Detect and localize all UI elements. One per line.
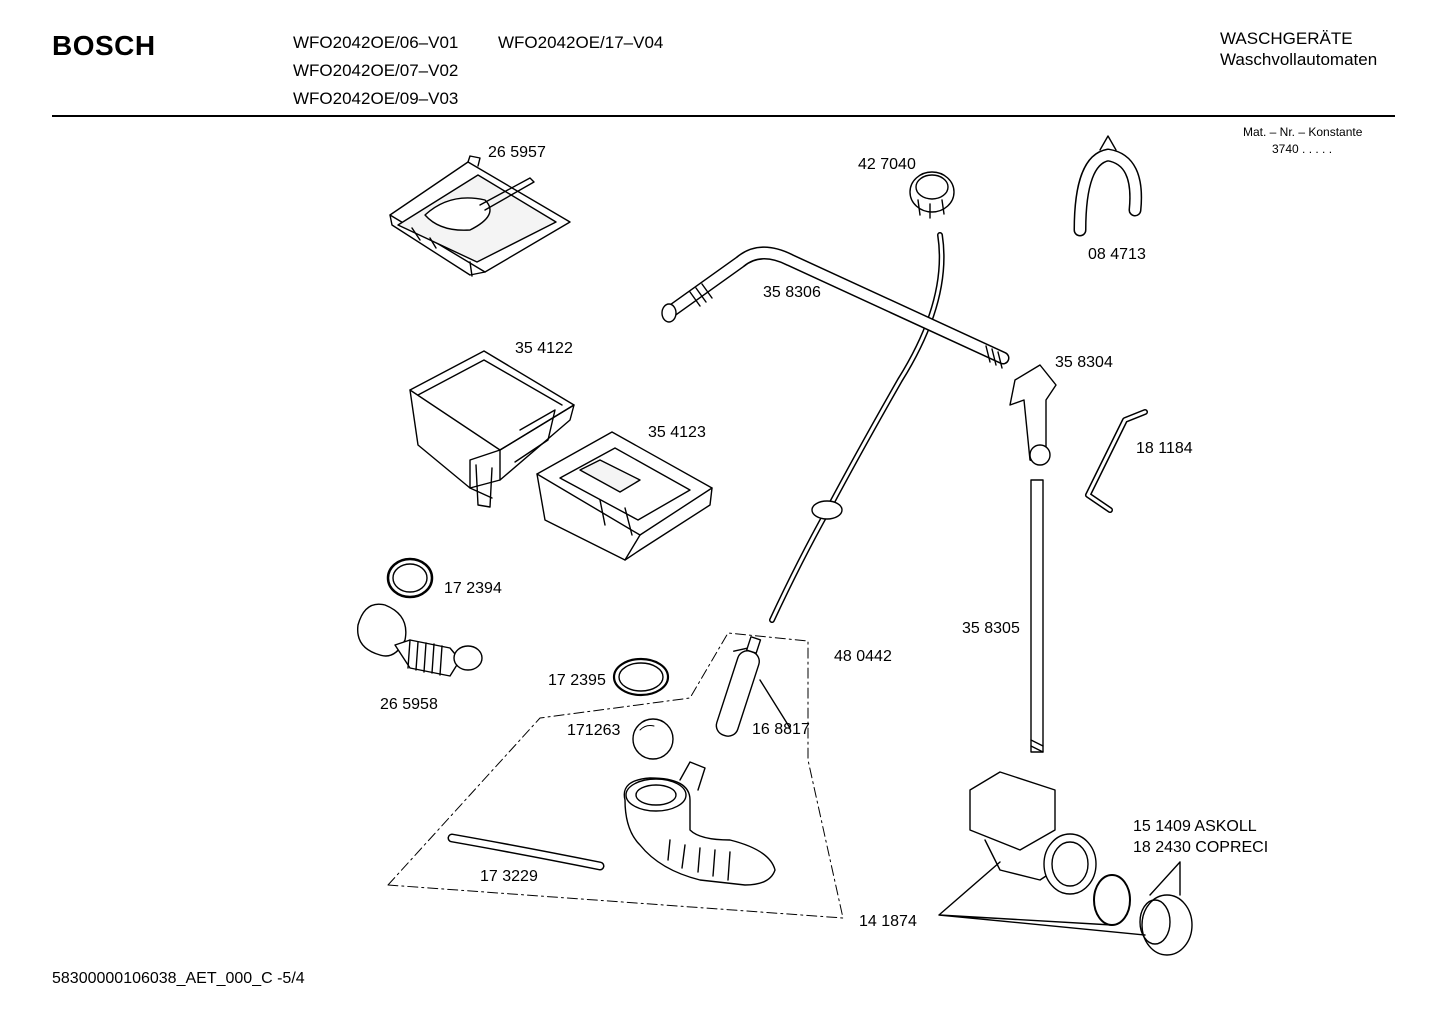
part-label: 14 1874 bbox=[859, 913, 917, 930]
part-label: 35 8305 bbox=[962, 620, 1020, 637]
bracket-rod-part bbox=[1085, 409, 1148, 513]
pump-filter-part bbox=[1139, 894, 1193, 956]
o-ring-part bbox=[612, 657, 670, 697]
assembly-group-outline bbox=[387, 632, 844, 919]
part-label: 35 8304 bbox=[1055, 354, 1113, 371]
model-number-1: WFO2042OE/06–V01 bbox=[293, 33, 459, 52]
document-code: 58300000106038_AET_000_C -5/4 bbox=[52, 970, 305, 987]
part-label: 16 8817 bbox=[752, 721, 810, 738]
part-label: 08 4713 bbox=[1088, 246, 1146, 263]
drawer-insert-part bbox=[536, 431, 713, 561]
part-label: 35 8306 bbox=[763, 284, 821, 301]
model-number-4: WFO2042OE/17–V04 bbox=[498, 33, 664, 52]
part-label: 35 4123 bbox=[648, 424, 706, 441]
model-number-2: WFO2042OE/07–V02 bbox=[293, 61, 459, 80]
seal-ring-part bbox=[386, 557, 434, 599]
material-number-value: 3740 . . . . . bbox=[1272, 142, 1333, 156]
vertical-hose-part bbox=[1030, 479, 1044, 753]
material-number-title: Mat. – Nr. – Konstante bbox=[1243, 125, 1363, 139]
header-divider bbox=[52, 115, 1395, 117]
category-subtitle: Waschvollautomaten bbox=[1220, 50, 1378, 69]
model-number-3: WFO2042OE/09–V03 bbox=[293, 89, 459, 108]
ball-valve-part bbox=[632, 718, 674, 760]
part-label: 35 4122 bbox=[515, 340, 573, 357]
part-label: 26 5957 bbox=[488, 144, 546, 161]
leader-line bbox=[1149, 861, 1181, 896]
leader-line bbox=[938, 861, 1146, 936]
part-label: 171263 bbox=[567, 722, 621, 739]
drain-hose-short-part bbox=[447, 833, 605, 871]
hanger-hook-part bbox=[1073, 135, 1143, 237]
part-label: 48 0442 bbox=[834, 648, 892, 665]
part-label: 42 7040 bbox=[858, 156, 916, 173]
air-trap-part bbox=[1009, 364, 1057, 466]
category-title: WASCHGERÄTE bbox=[1220, 29, 1353, 48]
part-label: 18 2430 COPRECI bbox=[1133, 839, 1269, 856]
part-label: 17 3229 bbox=[480, 868, 538, 885]
bellows-hose-part bbox=[356, 603, 483, 677]
detergent-drawer-part bbox=[409, 350, 575, 508]
part-label: 15 1409 ASKOLL bbox=[1133, 818, 1257, 835]
part-label: 17 2395 bbox=[548, 672, 606, 689]
part-label: 26 5958 bbox=[380, 696, 438, 713]
pump-seal-ring-part bbox=[1093, 874, 1131, 926]
dispenser-cover-part bbox=[389, 155, 571, 277]
leader-line bbox=[759, 679, 791, 729]
drain-pump-part bbox=[969, 771, 1097, 895]
part-label: 18 1184 bbox=[1136, 440, 1193, 457]
pressure-switch-part bbox=[909, 171, 955, 219]
brand-logo: BOSCH bbox=[52, 30, 156, 61]
sump-housing-part bbox=[623, 761, 776, 886]
part-label: 17 2394 bbox=[444, 580, 502, 597]
sensor-rod-part bbox=[715, 636, 762, 737]
long-hose-part bbox=[661, 246, 1010, 369]
